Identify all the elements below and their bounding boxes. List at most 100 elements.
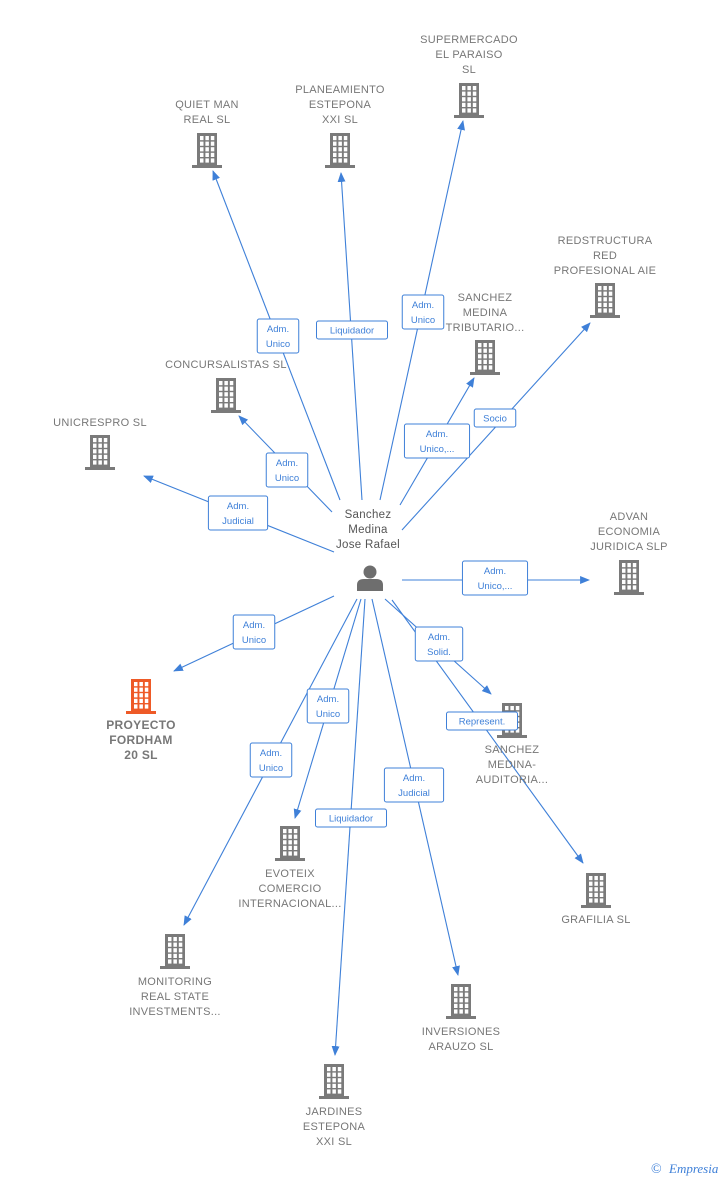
relation-badge-proyecto[interactable]: Adm.Unico [232,614,276,650]
company-label-advan-line: ECONOMIA [598,526,661,538]
company-label-inversiones: INVERSIONES ARAUZO SL [422,1026,501,1053]
relation-badge-line: Solid. [427,647,451,658]
company-label-quietman-line: REAL SL [184,114,231,126]
relation-badge-label: Represent. [459,717,505,728]
relation-badge-line: Adm. [426,429,448,440]
company-label-planeamiento-line: XXI SL [322,114,358,126]
company-label-concursalistas-line: CONCURSALISTAS SL [165,359,287,371]
building-icon-monitoring[interactable] [160,934,190,969]
relation-badge-sanchez_auditoria[interactable]: Adm. Solid. [414,626,464,662]
relation-badge-evoteix[interactable]: Adm.Unico [306,688,350,724]
building-icon-redstructura[interactable] [590,283,620,318]
relation-badge-label: Adm. Unico [266,324,290,350]
relation-badge-label: Liquidador [330,326,374,337]
relation-badge-label: Adm.Unico [259,748,283,774]
relation-badge-line: Unico,... [420,444,455,455]
company-label-sanchez_auditoria-line: SANCHEZ [485,744,540,756]
company-label-monitoring-line: MONITORING [138,976,212,988]
company-label-inversiones-line: ARAUZO SL [428,1041,493,1053]
company-label-redstructura-line: RED [593,250,617,262]
company-label-redstructura: REDSTRUCTURA RED PROFESIONAL AIE [554,235,657,277]
building-icon-jardines[interactable] [319,1064,349,1099]
person-name-label-line: Medina [348,524,388,536]
relation-badge-grafilia[interactable]: Represent. [446,711,518,731]
building-icon-evoteix[interactable] [275,826,305,861]
company-label-planeamiento-line: PLANEAMIENTO [295,84,385,96]
building-icon-inversiones[interactable] [446,984,476,1019]
relation-badge-label: Adm.Unico [242,620,266,646]
relation-badge-unicrespro[interactable]: Adm.Judicial [207,495,269,531]
relation-badge-label: Adm. Unico,... [420,429,455,455]
building-icon-proyecto[interactable] [126,679,156,714]
relation-badge-line: Unico [411,315,435,326]
relation-badge-supermercado[interactable]: Adm.Unico [401,294,445,330]
company-label-sanchez_auditoria-line: MEDINA- [488,759,537,771]
relation-badge-line: Liquidador [329,814,373,825]
building-icon-supermercado[interactable] [454,83,484,118]
relation-badge-line: Unico [242,635,266,646]
company-label-redstructura-line: REDSTRUCTURA [558,235,653,247]
building-icon-grafilia[interactable] [581,873,611,908]
relation-badge-line: Adm. [403,773,425,784]
relation-badge-redstructura[interactable]: Socio [473,408,517,428]
company-label-redstructura-line: PROFESIONAL AIE [554,265,657,277]
building-icon-advan[interactable] [614,560,644,595]
relation-badge-line: Unico,... [478,581,513,592]
relation-badge-label: Socio [483,414,507,425]
company-label-supermercado-line: EL PARAISO [435,49,502,61]
company-label-supermercado-line: SL [462,64,476,76]
relation-badge-line: Adm. [428,632,450,643]
relation-badge-line: Adm. [267,324,289,335]
company-label-evoteix-line: COMERCIO [259,883,322,895]
relation-badge-line: Adm. [484,566,506,577]
building-icon-quietman[interactable] [192,133,222,168]
relation-badge-line: Represent. [459,717,505,728]
company-label-sanchez_tributario-line: MEDINA [463,307,508,319]
person-icon[interactable] [357,565,383,592]
footer-logo[interactable]: © Empresia [651,1161,719,1177]
company-label-inversiones-line: INVERSIONES [422,1026,501,1038]
relation-badge-line: Judicial [222,516,254,527]
relation-badge-line: Adm. [317,694,339,705]
relation-badge-line: Adm. [276,458,298,469]
person-name-label-line: Jose Rafael [336,539,400,551]
relation-badge-sanchez_tributario[interactable]: Adm. Unico,... [403,423,471,459]
company-label-sanchez_tributario-line: TRIBUTARIO... [446,322,525,334]
building-icon-sanchez_tributario[interactable] [470,340,500,375]
building-icon-concursalistas[interactable] [211,378,241,413]
relation-badge-line: Unico [266,339,290,350]
company-label-sanchez_auditoria-line: AUDITORIA... [476,774,548,786]
company-label-evoteix-line: EVOTEIX [265,868,315,880]
relation-badge-label: Adm.Unico [275,458,299,484]
company-label-jardines-line: ESTEPONA [303,1121,366,1133]
relation-badge-line: Judicial [398,788,430,799]
building-icon-unicrespro[interactable] [85,435,115,470]
relation-badge-label: Adm. Unico,... [478,566,513,592]
company-label-proyecto-line: PROYECTO [106,718,176,732]
company-label-advan-line: ADVAN [610,511,649,523]
relation-badge-jardines[interactable]: Liquidador [315,808,387,828]
relation-badge-concursalistas[interactable]: Adm.Unico [265,452,309,488]
company-label-grafilia-line: GRAFILIA SL [561,914,630,926]
relation-badge-line: Socio [483,414,507,425]
company-label-proyecto-line: FORDHAM [109,733,172,747]
building-icon-planeamiento[interactable] [325,133,355,168]
relation-badge-advan[interactable]: Adm. Unico,... [461,560,529,596]
company-label-monitoring-line: REAL STATE [141,991,209,1003]
relation-badge-monitoring[interactable]: Adm.Unico [249,742,293,778]
person-name-label-line: Sanchez [345,509,392,521]
relation-badge-planeamiento[interactable]: Liquidador [316,320,388,340]
relation-badge-label: Adm.Judicial [222,501,254,527]
relation-badge-label: Adm. Judicial [398,773,430,799]
relation-badge-inversiones[interactable]: Adm. Judicial [383,767,445,803]
company-label-advan-line: JURIDICA SLP [590,541,668,553]
relation-badge-label: Adm.Unico [316,694,340,720]
company-label-concursalistas: CONCURSALISTAS SL [165,359,287,371]
relation-badge-quietman[interactable]: Adm. Unico [256,318,300,354]
